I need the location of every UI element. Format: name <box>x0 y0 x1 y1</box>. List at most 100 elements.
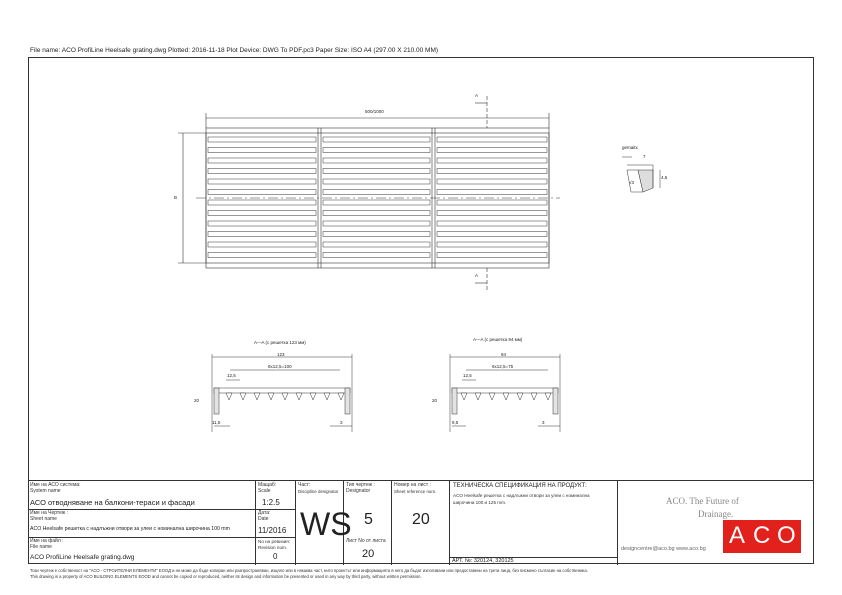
rev-label-bg: No на ревизия: <box>258 539 291 544</box>
system-label-bg: Име на АСО система: <box>30 482 81 488</box>
grating-slot <box>436 252 548 258</box>
plot-header: File name: ACO ProfiLine Heelsafe gratin… <box>30 47 439 54</box>
logo-letter-o: O <box>777 522 796 549</box>
divider <box>450 557 618 558</box>
scale-cells: Мащаб: Scale 1:2.5 Дата: Date 11/2016 No… <box>256 481 296 565</box>
grating-slot <box>207 220 317 227</box>
num-label-bg: Номер на лист : <box>394 482 431 488</box>
grating-slot <box>322 199 431 206</box>
top-dimension-label: 500/1000 <box>365 109 384 114</box>
grating-slot <box>322 178 431 185</box>
plan-view <box>178 96 560 290</box>
system-value: АСО отводняване на балкони-тераси и фаса… <box>30 498 195 507</box>
scale-label-en: Scale <box>258 488 271 494</box>
grating-slot <box>436 189 548 195</box>
divider <box>28 537 256 538</box>
grating-slot <box>207 231 317 237</box>
section1-bottom-left: 11,5 <box>212 420 221 425</box>
bar-profile <box>530 392 538 401</box>
section1-total: 123 <box>277 352 285 357</box>
title-block: Име на АСО система: System name АСО отво… <box>28 480 814 565</box>
divider <box>256 537 296 538</box>
bar-profile <box>337 392 345 401</box>
grating-slot <box>436 147 548 153</box>
grating-slot <box>436 241 548 248</box>
tagline-2: Drainage. <box>698 509 734 519</box>
section2-title: A—A (с решетка 94 мм) <box>473 337 523 342</box>
grating-slot <box>322 241 431 248</box>
spec-title: ТЕХНИЧЕСКА СПЕЦИФИКАЦИЯ НА ПРОДУКТ: <box>453 483 587 489</box>
section-marker-bottom: A <box>475 273 479 278</box>
section2-total: 94 <box>501 352 507 357</box>
art-label: АРТ. №: 320124, 320125 <box>452 558 514 564</box>
grating-slot <box>322 157 431 164</box>
section-marker-top: A <box>475 93 479 98</box>
grating-slot <box>207 136 317 143</box>
bar-profile <box>281 392 289 401</box>
weld-dim-top: 7 <box>643 154 646 159</box>
section1-height: 20 <box>194 398 200 403</box>
section1-pitch: 8x12,5=100 <box>268 364 292 369</box>
bar-profile <box>516 392 524 401</box>
grating-slot <box>322 168 431 174</box>
disc-value: WS <box>300 506 352 542</box>
grating-slot <box>436 157 548 164</box>
number-cell: Номер на лист : Sheet reference num. 20 <box>392 481 450 565</box>
rev-label-en: Revision num. <box>258 545 288 550</box>
brand-cell: ACO. The Future of Drainage. designcentr… <box>618 481 814 565</box>
section2-gap: 12,5 <box>463 373 472 378</box>
grating-slot <box>207 157 317 164</box>
type-label-bg: Тип чертеж : <box>346 482 375 488</box>
spec-cell: ТЕХНИЧЕСКА СПЕЦИФИКАЦИЯ НА ПРОДУКТ: ACO … <box>450 481 618 565</box>
sheet-value: ACO Heelsafe решетка с надлъжни отвори з… <box>30 526 230 532</box>
type-label-en: Designator <box>346 488 371 494</box>
grating-slot <box>207 241 317 248</box>
grating-slot <box>322 136 431 143</box>
drawing-frame <box>28 57 814 564</box>
grating-slot <box>207 199 317 206</box>
section-123 <box>211 354 353 432</box>
date-label-en: Date <box>258 516 269 522</box>
grating-slot <box>436 136 548 143</box>
footer-bg: Този чертеж е собственост на "АСО - СТРО… <box>30 568 588 573</box>
grating-slot <box>436 220 548 227</box>
grating-slot <box>207 178 317 185</box>
grating-slot <box>207 189 317 195</box>
bar-profile <box>323 392 331 401</box>
scale-value: 1:2.5 <box>262 498 280 507</box>
scale-label-bg: Мащаб: <box>258 482 277 488</box>
grating-slot <box>436 210 548 216</box>
grating-slot <box>436 231 548 237</box>
aco-logo: A C O <box>723 520 801 553</box>
rev-value: 0 <box>273 552 278 561</box>
grating-slot <box>207 168 317 174</box>
bar-profile <box>267 392 275 401</box>
system-label-en: System name <box>30 488 61 494</box>
name-cells: Име на АСО система: System name АСО отво… <box>28 481 256 565</box>
bar-profile <box>225 392 233 401</box>
divider <box>256 509 296 510</box>
grating-slot <box>322 210 431 216</box>
type-value: 5 <box>364 511 373 528</box>
grating-slot <box>207 210 317 216</box>
sheet-label-en: Sheet name <box>30 516 57 522</box>
section2-pitch: 6x12,5=75 <box>492 364 514 369</box>
plan-slots <box>207 136 548 258</box>
spec-text-1: ACO Heelsafe решетка с надлъжни отвори з… <box>453 493 590 498</box>
weld-detail <box>622 156 661 193</box>
grating-slot <box>436 199 548 206</box>
side-dimension-label: B <box>174 195 178 200</box>
footer-en: This drawing is a property of ACO BUILDI… <box>30 574 422 579</box>
grating-slot <box>322 252 431 258</box>
bar-profile <box>309 392 317 401</box>
bar-profile <box>544 392 552 401</box>
file-label-en: File name <box>30 544 52 550</box>
grating-slot <box>322 231 431 237</box>
technical-drawing <box>178 96 661 432</box>
discipline-cell: Част: Discipline designator WS <box>296 481 352 565</box>
section1-title: A—A (с решетка 123 мм) <box>254 340 306 345</box>
file-value: ACO ProfiLine Heelsafe grating.dwg <box>30 554 135 561</box>
disc-label-en: Discipline designator <box>298 489 339 494</box>
grating-slot <box>207 147 317 153</box>
sheet-label-bg: Име на Чертеж : <box>30 510 68 516</box>
